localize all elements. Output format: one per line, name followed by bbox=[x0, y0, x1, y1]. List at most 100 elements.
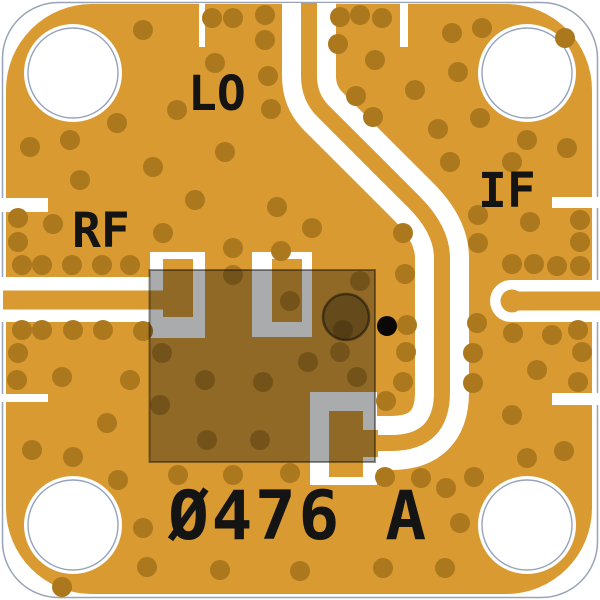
via bbox=[397, 315, 417, 335]
under-chip-via-array bbox=[150, 265, 370, 450]
via bbox=[153, 223, 173, 243]
via bbox=[442, 23, 462, 43]
via bbox=[70, 170, 90, 190]
via bbox=[261, 99, 281, 119]
via bbox=[527, 360, 547, 380]
via bbox=[43, 214, 63, 234]
mounting-holes bbox=[24, 24, 576, 574]
chip-pad-lo bbox=[329, 411, 363, 477]
via bbox=[436, 478, 456, 498]
via bbox=[376, 391, 396, 411]
under-chip-via bbox=[298, 352, 318, 372]
under-chip-via bbox=[197, 430, 217, 450]
via bbox=[468, 205, 488, 225]
via bbox=[375, 467, 395, 487]
chip-pad-center bbox=[272, 259, 302, 322]
via bbox=[448, 62, 468, 82]
via bbox=[215, 142, 235, 162]
via bbox=[363, 107, 383, 127]
via bbox=[372, 8, 392, 28]
port-label-if: IF bbox=[478, 163, 536, 219]
via bbox=[468, 233, 488, 253]
mounting-hole bbox=[481, 27, 573, 119]
via bbox=[271, 241, 291, 261]
via bbox=[60, 130, 80, 150]
via bbox=[133, 20, 153, 40]
via bbox=[365, 50, 385, 70]
via bbox=[470, 108, 490, 128]
via bbox=[502, 254, 522, 274]
via bbox=[63, 320, 83, 340]
part-marking: Ø476 A bbox=[167, 477, 429, 556]
via bbox=[32, 320, 52, 340]
via bbox=[350, 5, 370, 25]
via bbox=[32, 255, 52, 275]
via bbox=[464, 467, 484, 487]
via bbox=[52, 367, 72, 387]
port-label-lo: LO bbox=[188, 66, 246, 122]
via bbox=[568, 372, 588, 392]
port-label-rf: RF bbox=[72, 203, 130, 259]
chip-body bbox=[148, 269, 376, 463]
via bbox=[107, 113, 127, 133]
via bbox=[63, 447, 83, 467]
left-edge-gap-upper bbox=[0, 198, 48, 212]
under-chip-via bbox=[333, 320, 353, 340]
via-array bbox=[7, 5, 592, 597]
via bbox=[255, 5, 275, 25]
via bbox=[22, 440, 42, 460]
via bbox=[517, 130, 537, 150]
via bbox=[258, 66, 278, 86]
via bbox=[93, 320, 113, 340]
right-edge-gap-upper bbox=[552, 197, 600, 208]
via bbox=[572, 342, 592, 362]
via bbox=[405, 80, 425, 100]
via bbox=[280, 463, 300, 483]
via bbox=[8, 208, 28, 228]
via bbox=[557, 138, 577, 158]
via bbox=[223, 8, 243, 28]
via bbox=[450, 513, 470, 533]
right-edge-gap-lower bbox=[552, 393, 600, 405]
via bbox=[120, 370, 140, 390]
under-chip-via bbox=[223, 265, 243, 285]
via bbox=[168, 465, 188, 485]
under-chip-via bbox=[150, 395, 170, 415]
mounting-hole bbox=[27, 479, 119, 571]
via bbox=[12, 320, 32, 340]
via bbox=[463, 373, 483, 393]
chip-pad-rf bbox=[163, 259, 193, 317]
via bbox=[570, 256, 590, 276]
via bbox=[463, 343, 483, 363]
via bbox=[108, 470, 128, 490]
mounting-hole bbox=[27, 27, 119, 119]
under-chip-via bbox=[350, 271, 370, 291]
via bbox=[223, 238, 243, 258]
via bbox=[393, 223, 413, 243]
via bbox=[120, 255, 140, 275]
if-pad-circle bbox=[500, 289, 524, 313]
via bbox=[555, 28, 575, 48]
via bbox=[205, 53, 225, 73]
via bbox=[554, 441, 574, 461]
via bbox=[568, 320, 588, 340]
via bbox=[472, 18, 492, 38]
via bbox=[167, 100, 187, 120]
filled-via-dot bbox=[377, 316, 397, 336]
via bbox=[133, 518, 153, 538]
via bbox=[396, 342, 416, 362]
via bbox=[502, 405, 522, 425]
under-chip-via bbox=[330, 342, 350, 362]
left-edge-gap-lower bbox=[0, 394, 48, 402]
chip-pad-lo-tab bbox=[363, 430, 378, 457]
via bbox=[346, 86, 366, 106]
via bbox=[524, 254, 544, 274]
lo-trace bbox=[301, 3, 450, 451]
via bbox=[52, 577, 72, 597]
mounting-hole bbox=[481, 479, 573, 571]
via bbox=[503, 323, 523, 343]
via bbox=[267, 197, 287, 217]
via bbox=[7, 370, 27, 390]
